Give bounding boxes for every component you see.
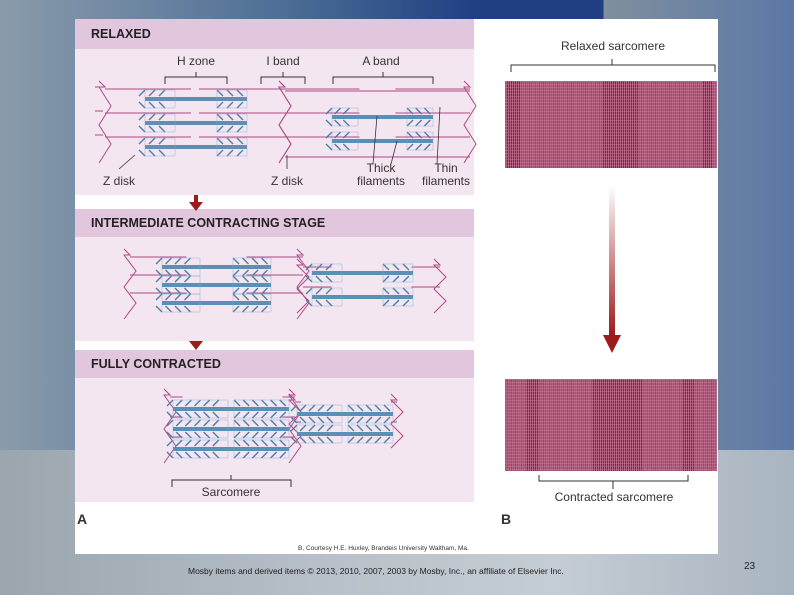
relaxed-bracket	[510, 59, 716, 72]
photo-credit: B, Courtesy H.E. Huxley, Brandeis Univer…	[298, 545, 469, 552]
panel-a-letter: A	[77, 511, 88, 527]
h-zone-label: H zone	[176, 54, 216, 68]
contracted-bracket	[538, 475, 689, 489]
i-band-label: I band	[266, 54, 300, 68]
a-band-label: A band	[362, 54, 400, 68]
contracted-sarcomere-drawing	[163, 388, 404, 464]
fully-contracted-title: FULLY CONTRACTED	[75, 350, 474, 378]
relaxed-sarcomere-label: Relaxed sarcomere	[560, 39, 666, 53]
contracted-sarcomere-label: Contracted sarcomere	[554, 490, 674, 504]
down-arrow-a2	[189, 341, 203, 350]
down-arrow-b	[603, 185, 621, 353]
intermediate-title: INTERMEDIATE CONTRACTING STAGE	[75, 209, 474, 237]
panel-b-letter: B	[501, 511, 512, 527]
relaxed-sarcomere-drawing	[95, 80, 477, 164]
down-arrow-a1	[189, 195, 203, 211]
copyright-footer: Mosby items and derived items © 2013, 20…	[188, 566, 564, 576]
intermediate-sarcomere-drawing	[123, 248, 447, 320]
relaxed-title: RELAXED	[75, 19, 474, 49]
thick-filaments-label: Thick filaments	[356, 161, 406, 188]
z-disk-left-label: Z disk	[102, 174, 135, 188]
z-disk-right-label: Z disk	[270, 174, 303, 188]
figure: RELAXED INTERMEDIATE CONTRACTING STAGE F…	[75, 19, 718, 554]
page-number: 23	[744, 561, 756, 572]
thin-filaments-label: Thin filaments	[421, 161, 471, 188]
sarcomere-diagram	[95, 59, 717, 489]
sarcomere-label: Sarcomere	[201, 485, 261, 499]
annotation-lines	[118, 72, 441, 487]
